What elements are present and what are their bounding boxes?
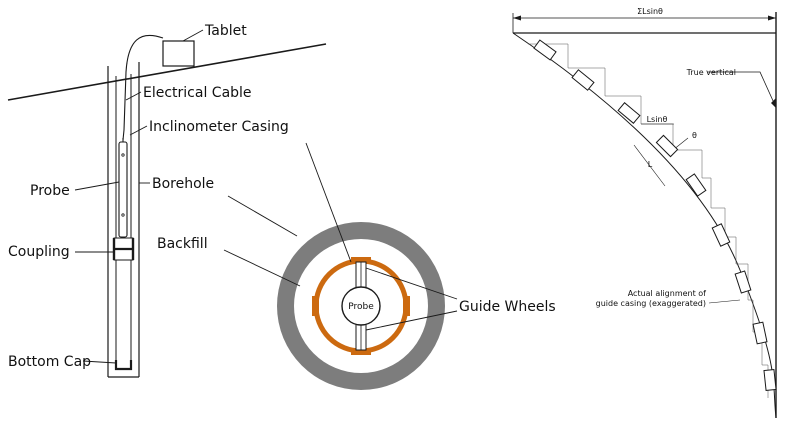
bottom-cap xyxy=(114,360,133,371)
probe-segment xyxy=(752,321,768,345)
electrical-cable xyxy=(122,34,164,141)
step-lines xyxy=(528,43,769,398)
probe-segment xyxy=(655,134,679,158)
label-inclinometer-casing: Inclinometer Casing xyxy=(149,119,289,135)
label-guide-wheels: Guide Wheels xyxy=(459,299,556,315)
label-sum-lsin: ΣLsinθ xyxy=(637,7,663,16)
probe-segment xyxy=(533,39,557,61)
label-probe-center: Probe xyxy=(348,302,374,312)
label-tablet: Tablet xyxy=(204,23,247,39)
label-backfill: Backfill xyxy=(157,236,208,252)
label-probe: Probe xyxy=(30,183,70,199)
probe-circle xyxy=(341,286,381,326)
label-actual-alignment-2: guide casing (exaggerated) xyxy=(596,299,706,308)
label-actual-alignment-1: Actual alignment of xyxy=(628,289,706,298)
borehole-section xyxy=(7,29,327,378)
label-bottom-cap: Bottom Cap xyxy=(8,354,91,370)
probe-segment xyxy=(763,368,777,392)
label-electrical-cable: Electrical Cable xyxy=(143,85,252,101)
casing-alignment-curve xyxy=(512,32,777,419)
plan-section xyxy=(223,142,458,390)
label-coupling: Coupling xyxy=(8,244,70,260)
probe-segment xyxy=(617,102,641,124)
probe-segment xyxy=(734,270,752,294)
label-l: L xyxy=(648,160,653,169)
label-true-vertical: True vertical xyxy=(686,68,736,77)
deviation-schematic xyxy=(512,12,777,419)
tablet-device xyxy=(162,40,195,67)
probe-segment xyxy=(685,173,707,197)
probe-segment xyxy=(711,223,731,247)
ground-surface xyxy=(7,43,327,101)
label-lsin: Lsinθ xyxy=(647,115,668,124)
probe-segments xyxy=(533,39,777,392)
label-borehole: Borehole xyxy=(152,176,214,192)
label-theta: θ xyxy=(692,131,697,140)
probe-segment xyxy=(571,69,595,91)
